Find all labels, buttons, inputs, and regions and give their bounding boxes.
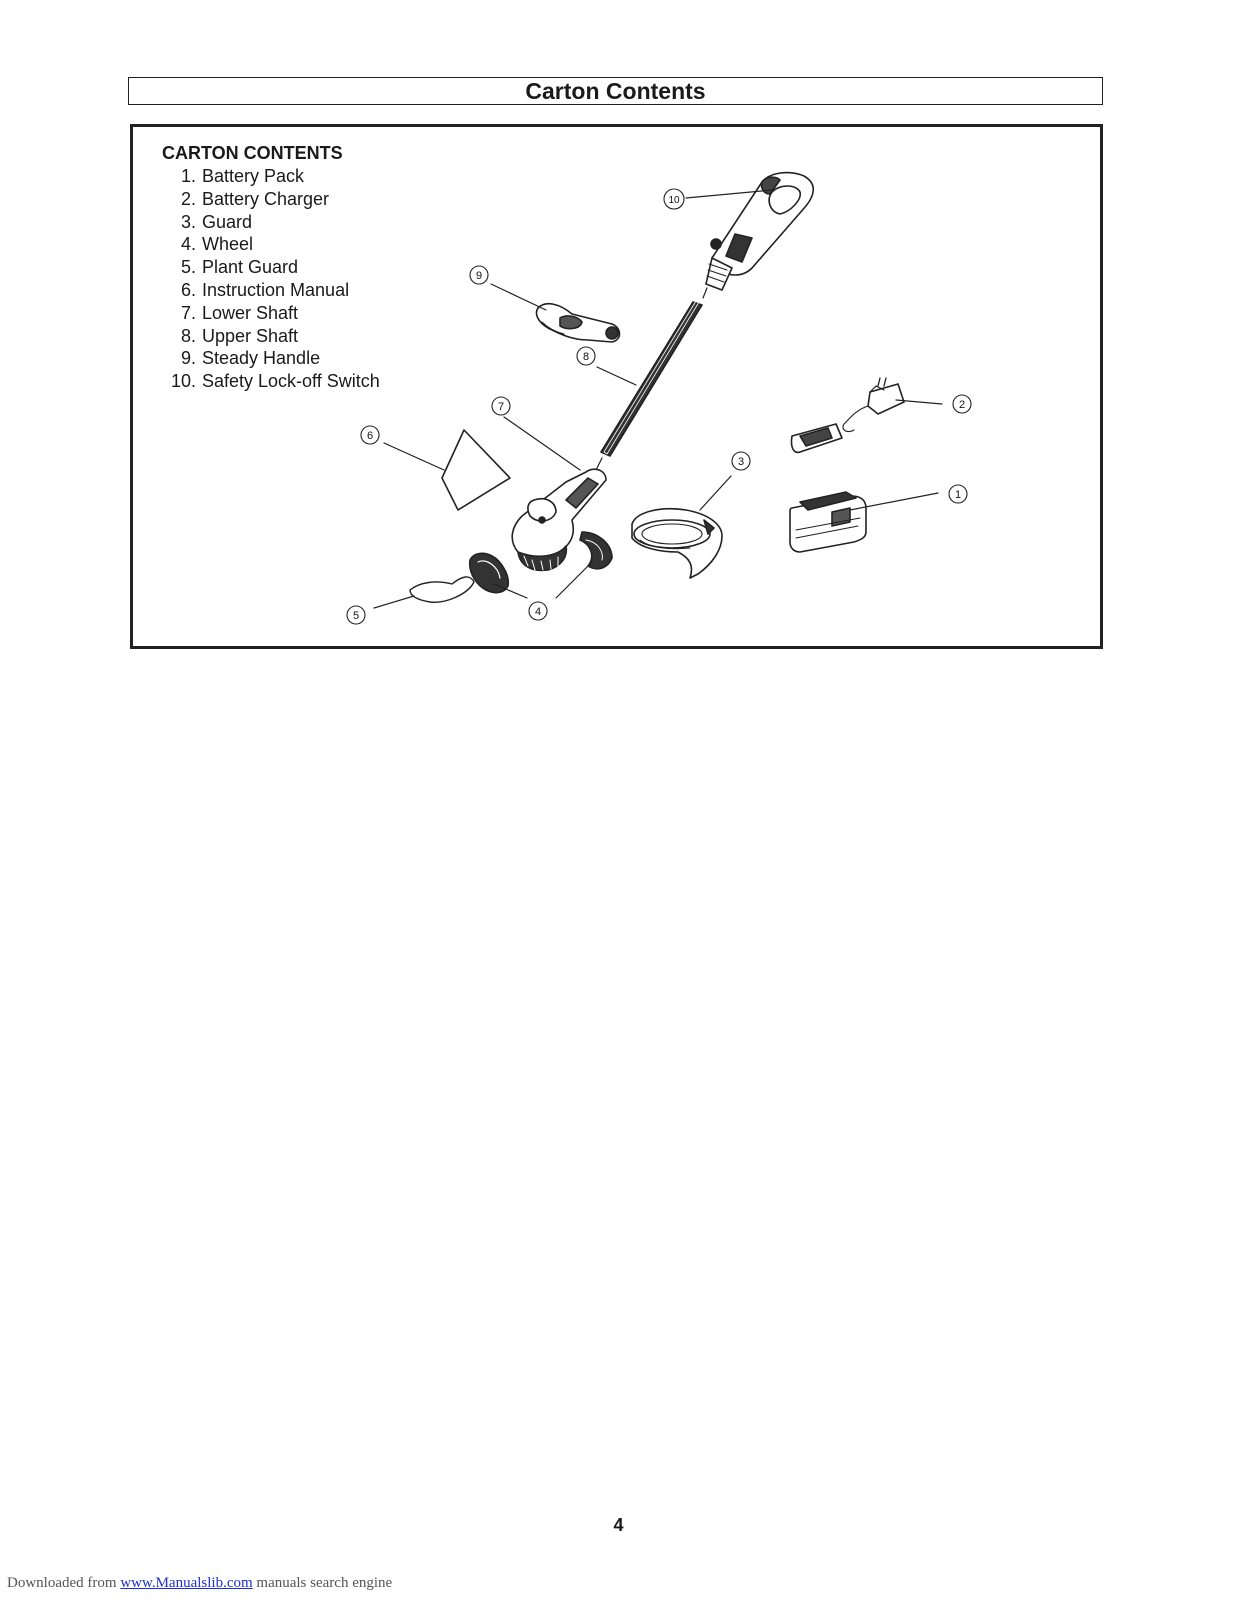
callout-label-9: 9 bbox=[476, 270, 482, 282]
steady-handle-illustration bbox=[535, 302, 621, 343]
parts-diagram: 1 2 3 4 5 6 7 8 9 10 bbox=[346, 171, 972, 625]
footer-prefix: Downloaded from bbox=[7, 1575, 121, 1591]
callout-4 bbox=[528, 601, 548, 621]
callout-1 bbox=[948, 484, 968, 504]
leader-lines bbox=[373, 189, 943, 609]
callout-label-5: 5 bbox=[353, 610, 359, 622]
manualslib-link[interactable]: www.Manualslib.com bbox=[120, 1575, 253, 1591]
callout-label-3: 3 bbox=[738, 456, 744, 468]
wheel-illustration bbox=[468, 531, 613, 594]
callout-label-7: 7 bbox=[498, 401, 504, 413]
callout-label-4: 4 bbox=[535, 606, 541, 618]
list-item: 1.Battery Pack bbox=[180, 166, 305, 186]
callout-circles bbox=[346, 188, 972, 625]
callout-2 bbox=[952, 394, 972, 414]
handle-illustration bbox=[705, 171, 815, 291]
list-item: 5.Plant Guard bbox=[180, 257, 299, 278]
list-item: 7.Lower Shaft bbox=[180, 302, 299, 323]
callout-9 bbox=[469, 265, 489, 285]
callout-8 bbox=[576, 346, 596, 366]
plant-guard-illustration bbox=[409, 576, 475, 603]
callout-label-2: 2 bbox=[959, 399, 965, 411]
callout-label-8: 8 bbox=[583, 351, 589, 363]
list-item-label: Instruction Manual bbox=[202, 279, 350, 300]
list-item-label: Upper Shaft bbox=[202, 325, 299, 346]
list-item: 9.Steady Handle bbox=[180, 348, 321, 369]
list-item-label: Battery Pack bbox=[202, 166, 305, 186]
list-item-label: Battery Charger bbox=[202, 188, 330, 209]
callout-label-10: 10 bbox=[668, 195, 680, 206]
list-item-label: Guard bbox=[202, 211, 253, 232]
list-item-label: Plant Guard bbox=[202, 257, 299, 278]
list-item-label: Lower Shaft bbox=[202, 302, 299, 323]
callout-5 bbox=[346, 605, 366, 625]
list-item: 10.Safety Lock-off Switch bbox=[170, 371, 380, 392]
battery-charger-illustration bbox=[790, 377, 905, 454]
section-title: Carton Contents bbox=[128, 77, 1103, 105]
page-number: 4 bbox=[613, 1515, 624, 1535]
parts-list: 1.Battery Pack 2.Battery Charger 3.Guard… bbox=[162, 165, 380, 393]
callout-7 bbox=[491, 396, 511, 416]
battery-pack-illustration bbox=[789, 491, 867, 553]
list-item: 6.Instruction Manual bbox=[180, 279, 350, 300]
carton-contents-heading: CARTON CONTENTS bbox=[162, 143, 343, 163]
list-item-label: Safety Lock-off Switch bbox=[202, 371, 380, 392]
footer-suffix: manuals search engine bbox=[252, 1575, 393, 1591]
list-item-label: Wheel bbox=[202, 234, 254, 255]
list-item: 4.Wheel bbox=[180, 234, 254, 255]
instruction-manual-illustration bbox=[441, 429, 511, 511]
upper-shaft-illustration bbox=[595, 287, 708, 471]
list-item: 8.Upper Shaft bbox=[180, 325, 299, 346]
callout-label-1: 1 bbox=[955, 489, 961, 501]
figure-frame bbox=[130, 124, 1103, 649]
callout-10 bbox=[663, 188, 685, 210]
callout-3 bbox=[731, 451, 751, 471]
guard-illustration bbox=[631, 508, 723, 579]
list-item-label: Steady Handle bbox=[202, 348, 321, 369]
list-item: 3.Guard bbox=[180, 211, 253, 232]
lower-shaft-illustration bbox=[511, 468, 607, 572]
list-item: 2.Battery Charger bbox=[180, 188, 330, 209]
callout-label-6: 6 bbox=[367, 430, 373, 442]
footer: Downloaded from www.Manualslib.com manua… bbox=[7, 1575, 392, 1592]
callout-6 bbox=[360, 425, 380, 445]
